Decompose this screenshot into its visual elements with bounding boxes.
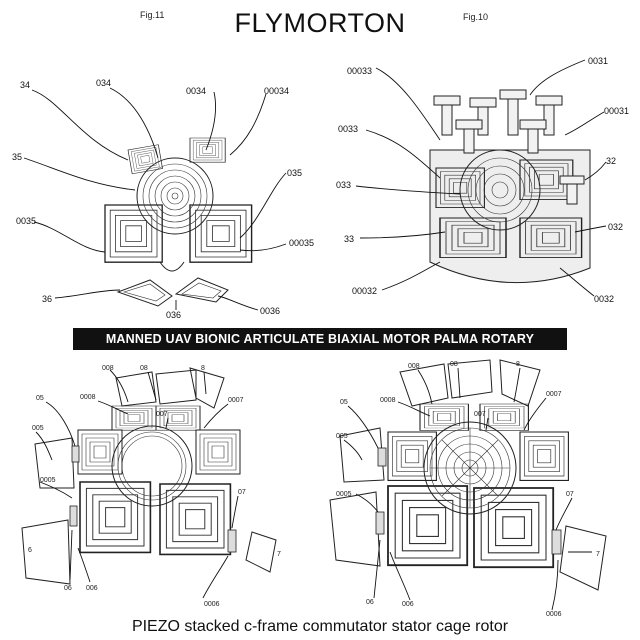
bl-label-08: 08 bbox=[140, 365, 148, 372]
bl-label-008: 008 bbox=[102, 365, 114, 372]
br-label-0006: 0006 bbox=[546, 611, 562, 618]
br-label-06: 06 bbox=[366, 599, 374, 606]
title-banner: MANNED UAV BIONIC ARTICULATE BIAXIAL MOT… bbox=[73, 328, 567, 368]
fig11-label-36: 36 bbox=[42, 294, 52, 304]
fig11-label-0036: 0036 bbox=[260, 306, 280, 316]
bl-label-05: 05 bbox=[36, 395, 44, 402]
br-label-0005: 0005 bbox=[336, 491, 352, 498]
bl-label-06: 06 bbox=[64, 585, 72, 592]
bl-label-005: 005 bbox=[32, 425, 44, 432]
bl-label-8: 8 bbox=[201, 365, 205, 372]
fig11-label-00035: 00035 bbox=[289, 238, 314, 248]
fig11-label-0034: 0034 bbox=[186, 86, 206, 96]
fig10-label-00033: 00033 bbox=[347, 66, 372, 76]
fig10-label-33: 33 bbox=[344, 234, 354, 244]
fig10-label-00031: 00031 bbox=[604, 106, 629, 116]
bl-label-0006: 0006 bbox=[204, 601, 220, 608]
br-label-0008: 0008 bbox=[380, 397, 396, 404]
fig11-label-036: 036 bbox=[166, 310, 181, 320]
fig10-label-033: 033 bbox=[336, 180, 351, 190]
fig10-label-0032: 0032 bbox=[594, 294, 614, 304]
bl-label-0005: 0005 bbox=[40, 477, 56, 484]
fig10-label-0033: 0033 bbox=[338, 124, 358, 134]
bl-label-006: 006 bbox=[86, 585, 98, 592]
fig11-drawing: 34 034 0034 00034 35 035 0035 00035 36 0… bbox=[12, 78, 314, 320]
fig11-label-35: 35 bbox=[12, 152, 22, 162]
br-label-008: 008 bbox=[408, 363, 420, 370]
br-label-7: 7 bbox=[596, 551, 600, 558]
fig11-label-0035: 0035 bbox=[16, 216, 36, 226]
bl-label-0007: 0007 bbox=[228, 397, 244, 404]
br-label-006: 006 bbox=[402, 601, 414, 608]
fig11-label-00034: 00034 bbox=[264, 86, 289, 96]
fig10-drawing: 00033 0031 00031 0033 32 033 032 33 0003… bbox=[336, 56, 629, 304]
bl-label-6: 6 bbox=[28, 547, 32, 554]
fig11-label-034: 034 bbox=[96, 78, 111, 88]
br-label-0007: 0007 bbox=[546, 391, 562, 398]
diagram-title: FLYMORTON bbox=[234, 8, 406, 38]
fig10-label-032: 032 bbox=[608, 222, 623, 232]
bl-label-07: 07 bbox=[238, 489, 246, 496]
br-label-08: 08 bbox=[450, 361, 458, 368]
fig10-title: Fig.10 bbox=[463, 12, 489, 22]
fig11-label-34: 34 bbox=[20, 80, 30, 90]
br-label-8: 8 bbox=[516, 361, 520, 368]
br-label-07: 07 bbox=[566, 491, 574, 498]
bl-label-0008: 0008 bbox=[80, 394, 96, 401]
bl-label-007: 007 bbox=[156, 411, 168, 418]
bottom-caption: PIEZO stacked c-frame commutator stator … bbox=[131, 618, 509, 635]
bottom-right-drawing: 008 08 8 05 0008 007 0007 005 0005 07 7 … bbox=[329, 359, 607, 618]
fig10-label-32: 32 bbox=[606, 156, 616, 166]
br-label-05: 05 bbox=[340, 399, 348, 406]
fig10-label-0031: 0031 bbox=[588, 56, 608, 66]
fig10-label-00032: 00032 bbox=[352, 286, 377, 296]
fig11-title: Fig.11 bbox=[140, 10, 165, 20]
bl-label-7: 7 bbox=[277, 551, 281, 558]
bottom-left-drawing: 008 08 8 05 0008 007 0007 005 0005 07 6 … bbox=[21, 365, 281, 608]
br-label-007: 007 bbox=[474, 411, 486, 418]
br-label-005: 005 bbox=[336, 433, 348, 440]
fig11-label-035: 035 bbox=[287, 168, 302, 178]
